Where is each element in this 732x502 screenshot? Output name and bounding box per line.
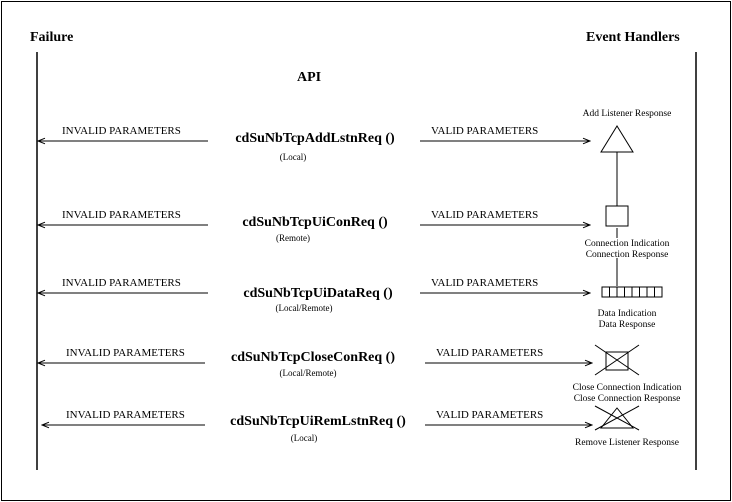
api-scope-label: (Remote) xyxy=(276,233,310,243)
failure-header: Failure xyxy=(30,30,73,45)
api-function-name: cdSuNbTcpUiConReq () xyxy=(242,215,388,230)
segmented-bar-icon xyxy=(601,286,663,298)
event-label: Connection Indication xyxy=(585,239,670,249)
cross-line xyxy=(594,344,640,376)
api-function-name: cdSuNbTcpUiDataReq () xyxy=(243,286,393,301)
event-label: Remove Listener Response xyxy=(575,438,679,448)
api-scope-label: (Local) xyxy=(291,433,317,443)
api-row: INVALID PARAMETERS cdSuNbTcpCloseConReq (… xyxy=(38,344,682,404)
rows-layer: INVALID PARAMETERS cdSuNbTcpAddLstnReq ()… xyxy=(38,109,682,448)
crossed-triangle-icon xyxy=(594,405,640,431)
event-handlers-header: Event Handlers xyxy=(586,30,680,45)
event-label: Close Connection Response xyxy=(574,394,681,404)
cross-line xyxy=(594,405,640,431)
square-icon xyxy=(605,205,629,227)
api-row: INVALID PARAMETERS cdSuNbTcpUiDataReq () (… xyxy=(38,277,663,330)
event-label: Data Indication xyxy=(598,309,657,319)
invalid-parameters-label: INVALID PARAMETERS xyxy=(66,409,185,421)
event-label: Add Listener Response xyxy=(583,109,672,119)
api-scope-label: (Local/Remote) xyxy=(276,303,333,313)
api-function-name: cdSuNbTcpAddLstnReq () xyxy=(235,131,395,146)
invalid-parameters-label: INVALID PARAMETERS xyxy=(66,347,185,359)
api-scope-label: (Local/Remote) xyxy=(280,368,337,378)
api-row: INVALID PARAMETERS cdSuNbTcpUiRemLstnReq … xyxy=(42,405,679,448)
api-function-name: cdSuNbTcpCloseConReq () xyxy=(231,350,395,365)
valid-parameters-label: VALID PARAMETERS xyxy=(436,347,543,359)
event-label: Data Response xyxy=(599,320,656,330)
invalid-parameters-label: INVALID PARAMETERS xyxy=(62,277,181,289)
api-row: INVALID PARAMETERS cdSuNbTcpAddLstnReq ()… xyxy=(38,109,671,162)
event-label: Close Connection Indication xyxy=(573,383,682,393)
event-label: Connection Response xyxy=(586,250,669,260)
api-scope-label: (Local) xyxy=(280,152,306,162)
invalid-parameters-label: INVALID PARAMETERS xyxy=(62,209,181,221)
invalid-parameters-label: INVALID PARAMETERS xyxy=(62,125,181,137)
api-function-name: cdSuNbTcpUiRemLstnReq () xyxy=(230,414,406,429)
triangle-icon xyxy=(600,125,634,153)
valid-parameters-label: VALID PARAMETERS xyxy=(431,277,538,289)
api-header: API xyxy=(297,70,321,85)
valid-parameters-label: VALID PARAMETERS xyxy=(431,125,538,137)
crossed-square-icon xyxy=(594,344,640,376)
valid-parameters-label: VALID PARAMETERS xyxy=(431,209,538,221)
api-row: INVALID PARAMETERS cdSuNbTcpUiConReq () (R… xyxy=(38,205,670,260)
valid-parameters-label: VALID PARAMETERS xyxy=(436,409,543,421)
